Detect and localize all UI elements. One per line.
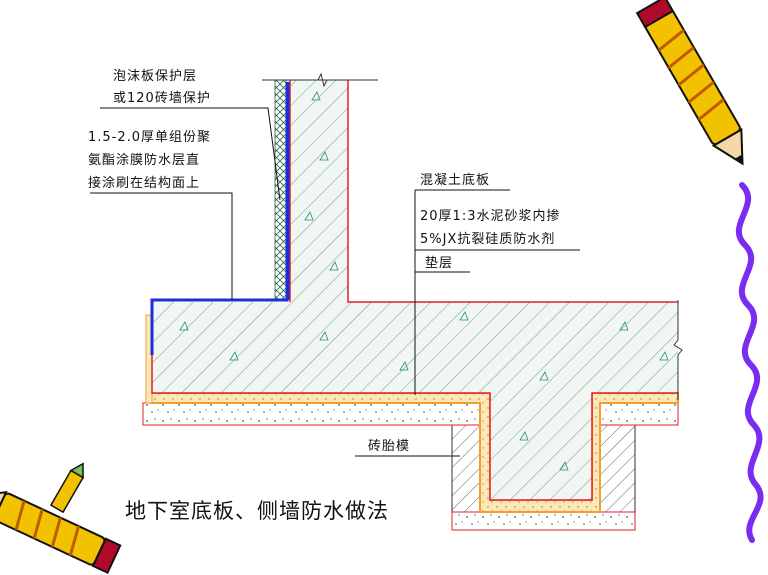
label-coating-2: 氨酯涂膜防水层直 — [88, 152, 200, 168]
leader-lines — [90, 107, 580, 457]
label-coating-1: 1.5-2.0厚单组份聚 — [88, 130, 211, 145]
pencil-icon — [635, 0, 744, 166]
cushion-layer — [142, 402, 481, 426]
break-line — [673, 300, 683, 400]
brick-mold-wall — [451, 419, 483, 513]
waterproof-membrane — [150, 82, 289, 355]
label-slab: 混凝土底板 — [420, 172, 490, 188]
cushion-layer — [599, 402, 679, 426]
diagram-title: 地下室底板、侧墙防水做法 — [125, 499, 389, 523]
label-foam-board-1: 泡沫板保护层 — [113, 69, 197, 84]
slab-outline — [151, 302, 678, 501]
pencil-icon — [49, 462, 85, 514]
label-foam-board-2: 或120砖墙保护 — [113, 91, 211, 106]
foam-board-protection — [274, 79, 287, 301]
cushion-layer — [451, 511, 636, 531]
concrete-slab — [152, 80, 678, 500]
wavy-border — [735, 182, 764, 543]
label-coating-3: 接涂刷在结构面上 — [88, 175, 200, 191]
label-mortar-2: 5%JX抗裂硅质防水剂 — [420, 231, 555, 247]
aggregate-marks — [179, 91, 669, 471]
pencil-icon — [0, 491, 122, 575]
label-cushion: 垫层 — [425, 255, 453, 271]
label-mortar-1: 20厚1:3水泥砂浆内掺 — [420, 208, 560, 224]
label-brick-mold: 砖胎模 — [368, 439, 410, 454]
slab-outline — [347, 80, 678, 303]
brick-mold-wall — [599, 419, 636, 513]
